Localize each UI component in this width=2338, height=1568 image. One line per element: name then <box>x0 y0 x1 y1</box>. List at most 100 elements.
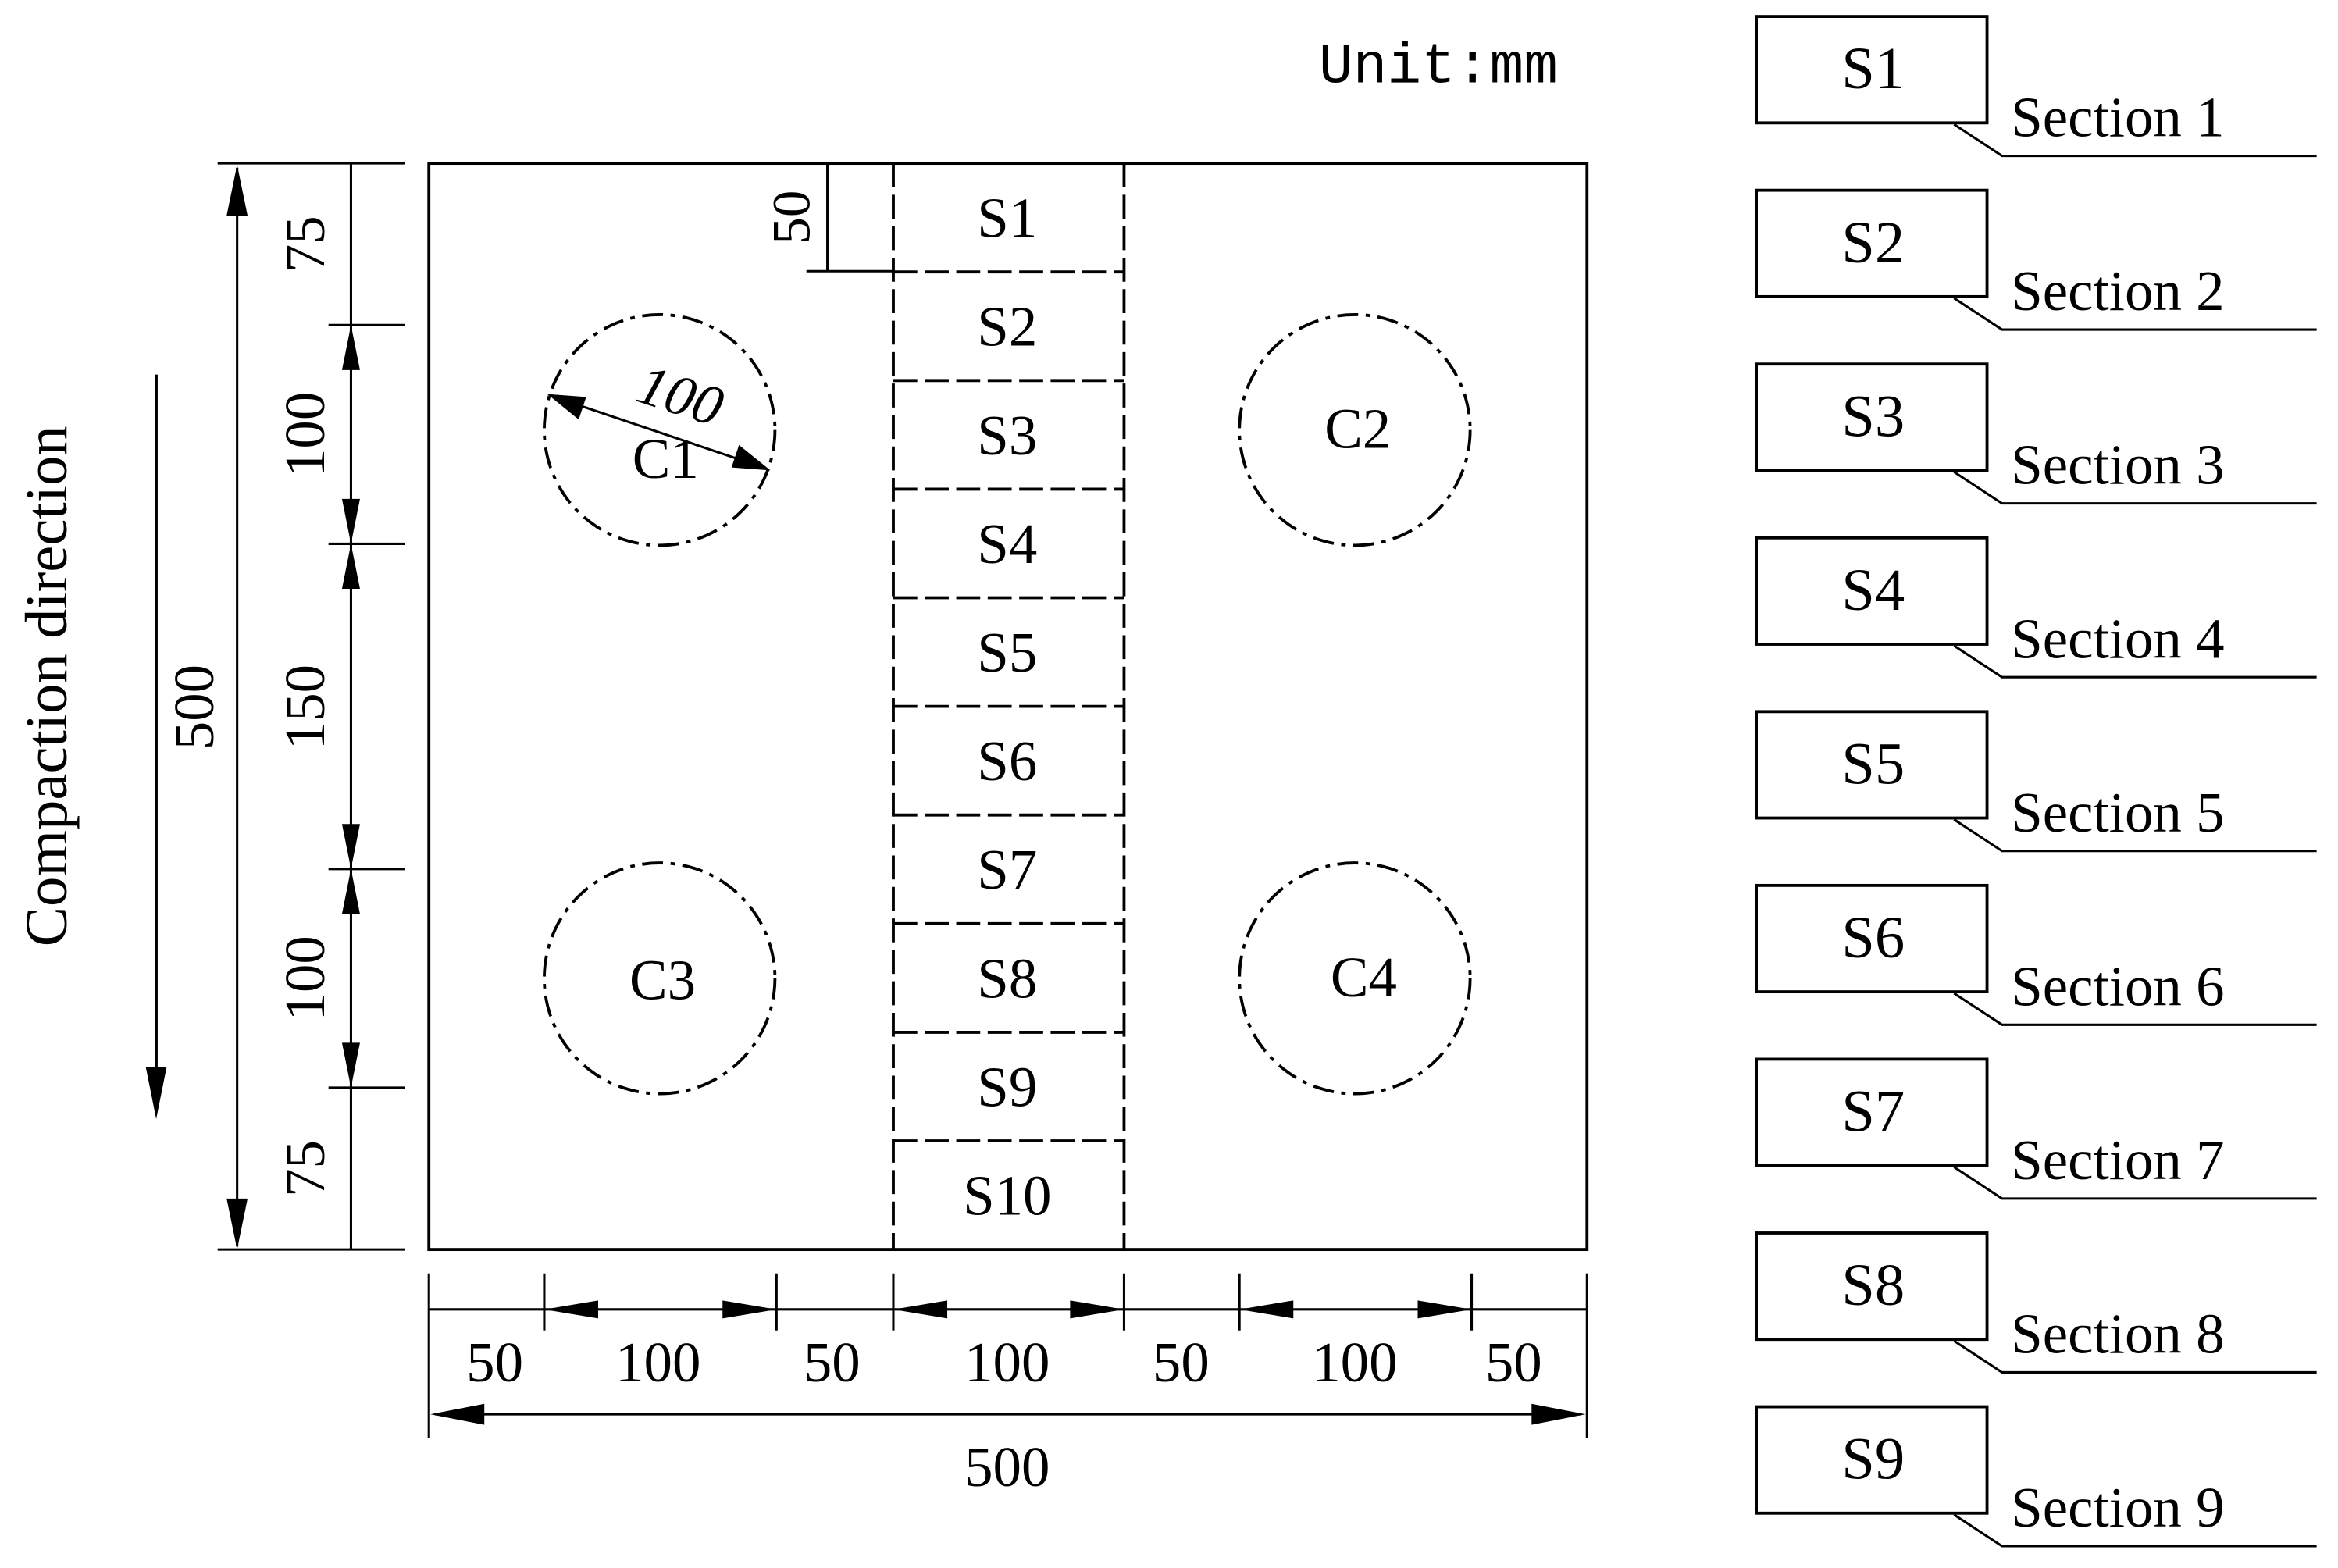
horizontal-total-label: 500 <box>964 1435 1050 1499</box>
arrow-h3-right <box>1417 1300 1472 1319</box>
legend-tag-box <box>1755 1231 1989 1342</box>
core-label: C2 <box>1324 397 1391 461</box>
arrow-down-100b <box>341 1042 360 1088</box>
horizontal-total-dimension: 500 <box>430 1403 1586 1499</box>
legend-section-label: Section 2 <box>2011 259 2224 323</box>
strip-label: S9 <box>977 1055 1037 1118</box>
legend-section-label: Section 6 <box>2011 954 2224 1017</box>
arrow-down-150 <box>341 824 360 869</box>
core-label: C4 <box>1331 946 1397 1009</box>
legend-section-label: Section 8 <box>2011 1302 2224 1365</box>
vertical-total-arrow-top <box>226 165 248 216</box>
diameter-arrow-start <box>547 394 586 420</box>
core-circle <box>543 861 777 1096</box>
legend-section-label: Section 9 <box>2011 1476 2224 1539</box>
legend-leader-line <box>1953 297 2317 331</box>
legend-section-label: Section 4 <box>2011 607 2224 670</box>
legend-tag: S1 <box>1841 35 1905 102</box>
legend-section-label: Section 3 <box>2011 433 2224 497</box>
vertical-segment-label: 100 <box>273 935 337 1021</box>
legend-tag: S5 <box>1841 730 1905 796</box>
vertical-segment-label: 75 <box>273 1140 337 1197</box>
core-diameter-label: 100 <box>630 352 731 439</box>
horizontal-segment-label: 50 <box>1485 1331 1542 1394</box>
strip-label: S6 <box>977 729 1037 793</box>
core-circle <box>543 312 777 547</box>
legend-tag: S6 <box>1841 904 1905 971</box>
strip-label: S1 <box>977 187 1037 250</box>
legend-leader-line <box>1953 644 2317 679</box>
strip-height-label: 50 <box>761 191 822 244</box>
horizontal-total-arrow-right <box>1531 1403 1586 1425</box>
arrow-up-150 <box>341 543 360 590</box>
arrow-h3-left <box>1239 1300 1294 1319</box>
diameter-arrow-end <box>731 444 771 471</box>
arrow-h2-right <box>1070 1300 1124 1319</box>
legend-tag-box <box>1755 1405 1989 1515</box>
legend-tag-box <box>1755 15 1989 125</box>
legend-tag-box <box>1755 883 1989 994</box>
arrow-up-100b <box>341 868 360 914</box>
vertical-total-dimension: 500 <box>162 165 248 1250</box>
arrow-h1-right <box>722 1300 777 1319</box>
legend-tag: S9 <box>1841 1426 1905 1492</box>
horizontal-dimension-chain: 50 100 50 100 50 100 50 <box>427 1273 1588 1438</box>
horizontal-segment-label: 50 <box>804 1331 861 1394</box>
core-label: C3 <box>629 949 696 1012</box>
arrow-h1-left <box>544 1300 599 1319</box>
compaction-direction-label: Compaction direction <box>13 426 80 946</box>
strip-label: S2 <box>977 295 1037 358</box>
legend-tag-box <box>1755 536 1989 646</box>
core-diameter-dimension-line <box>554 395 764 469</box>
compaction-arrow-head <box>145 1067 167 1120</box>
horizontal-total-arrow-left <box>430 1403 485 1425</box>
legend-tag: S4 <box>1841 557 1905 623</box>
core-circle <box>1238 861 1472 1096</box>
core-circle <box>1238 312 1472 547</box>
legend-section-label: Section 7 <box>2011 1128 2224 1192</box>
strip-label: S8 <box>977 946 1037 1010</box>
legend-leader-line <box>1953 818 2317 853</box>
compaction-direction-indicator: Compaction direction <box>13 374 167 1120</box>
legend-tag-box <box>1755 362 1989 472</box>
vertical-segment-label: 75 <box>273 216 337 273</box>
arrow-h2-left <box>893 1300 948 1319</box>
horizontal-segment-label: 50 <box>466 1331 523 1394</box>
legend-tag-box <box>1755 188 1989 298</box>
strip-label: S5 <box>977 621 1037 684</box>
vertical-segment-label: 150 <box>273 665 337 750</box>
strip-dividers <box>893 270 1124 1142</box>
legend-section-label: Section 5 <box>2011 781 2224 844</box>
vertical-total-label: 500 <box>162 665 226 750</box>
legend-tag: S7 <box>1841 1078 1905 1145</box>
strip-label: S10 <box>963 1164 1051 1227</box>
legend-leader-line <box>1953 1339 2317 1374</box>
legend-tag: S2 <box>1841 209 1905 276</box>
strip-label: S7 <box>977 838 1037 901</box>
vertical-total-arrow-bottom <box>226 1198 248 1250</box>
vertical-segment-label: 100 <box>273 392 337 477</box>
legend-leader-line <box>1953 992 2317 1026</box>
legend-tag: S8 <box>1841 1252 1905 1318</box>
arrow-up-100a <box>341 325 360 370</box>
legend-leader-line <box>1953 1513 2317 1548</box>
slab-outline <box>427 162 1589 1252</box>
horizontal-segment-label: 100 <box>964 1331 1050 1394</box>
horizontal-segment-label: 100 <box>615 1331 700 1394</box>
core-label: C1 <box>633 427 699 490</box>
vertical-dimension-chain: 75 100 150 100 75 <box>217 162 405 1251</box>
unit-label: Unit:mm <box>1319 35 1558 100</box>
